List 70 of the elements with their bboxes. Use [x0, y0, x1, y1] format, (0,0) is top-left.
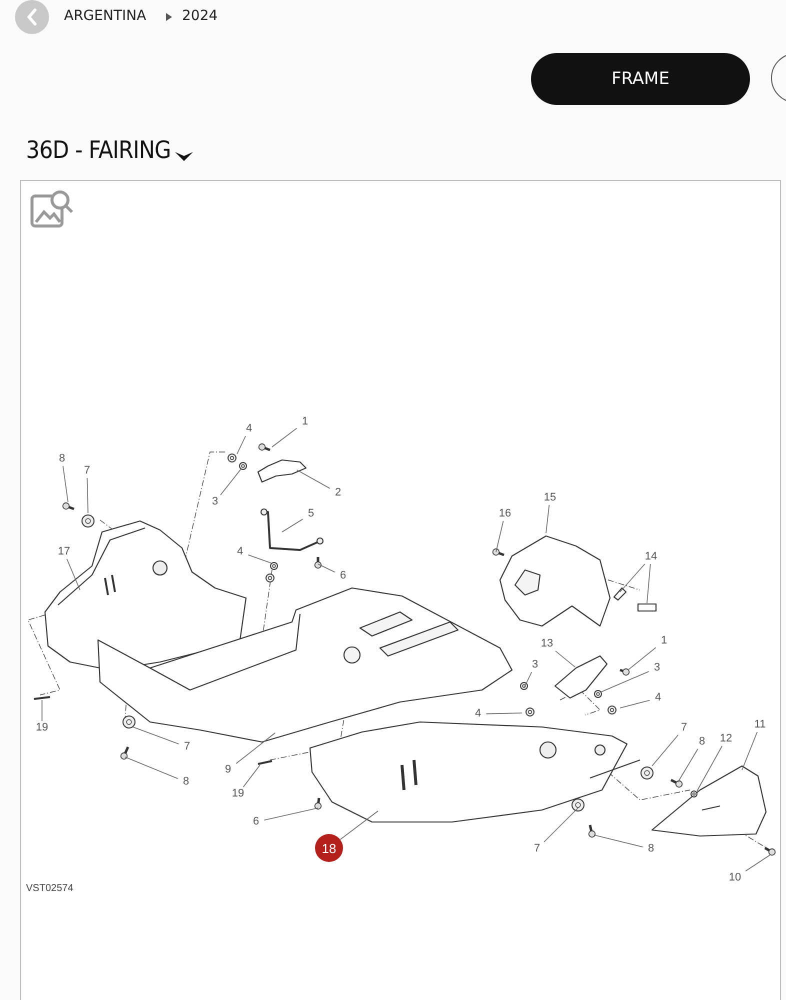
callout-number: 17	[58, 546, 70, 558]
callout-number: 9	[224, 764, 232, 776]
callout-number: 8	[58, 452, 66, 466]
leader-line	[86, 478, 88, 514]
callout-number: 19	[232, 788, 244, 800]
callout-number: 6	[340, 570, 346, 582]
leader-line	[124, 756, 178, 779]
leader-line	[646, 564, 651, 604]
leader-line	[66, 558, 80, 590]
leader-line	[272, 428, 298, 448]
leader-line	[486, 712, 522, 714]
breadcrumb-link: ARGENTINA	[64, 8, 146, 24]
callout-number: 7	[184, 740, 190, 754]
leader-line	[745, 854, 770, 872]
callout-number: 14	[644, 550, 658, 564]
callout-number: 5	[308, 508, 314, 520]
leader-line	[620, 564, 646, 592]
leader-line	[318, 564, 336, 572]
callout-number: 15	[544, 492, 556, 504]
callout-number: 1	[660, 634, 668, 648]
callout-number: 10	[728, 872, 742, 884]
leader-line	[248, 554, 272, 564]
callout-number: 13	[540, 638, 554, 650]
leader-line	[546, 504, 550, 534]
callout-number: 4	[474, 708, 482, 720]
callout-number: 3	[212, 496, 218, 508]
leader-line	[620, 700, 650, 708]
callout-number: 7	[680, 722, 688, 734]
leader-line	[544, 808, 578, 842]
breadcrumb-link: 2024	[182, 8, 218, 24]
callout-number: 7	[534, 842, 540, 856]
callout-number: 16	[498, 508, 512, 520]
callout-number: 19	[36, 722, 48, 734]
callout-number: 6	[252, 816, 260, 828]
callout-number: 8	[182, 776, 190, 788]
leader-line	[678, 748, 698, 782]
leader-line	[652, 734, 678, 766]
drawing-code: VST02574	[26, 883, 74, 894]
callout-number: 7	[84, 464, 90, 478]
leader-line	[264, 808, 318, 820]
callout-number: 4	[246, 422, 252, 436]
leader-line	[340, 810, 378, 840]
leader-line	[282, 518, 304, 532]
callout-number: 8	[698, 736, 706, 748]
callout-number: 3	[532, 658, 538, 672]
leader-line	[594, 834, 644, 848]
callout-number: 12	[720, 732, 732, 746]
leader-line	[296, 470, 330, 489]
leader-line	[555, 650, 576, 668]
leader-line	[524, 672, 532, 688]
page-title: 36D - FAIRING	[26, 136, 171, 164]
callout-number: 2	[334, 486, 342, 500]
leader-line	[742, 732, 758, 770]
callout-number: 4	[236, 546, 244, 558]
leader-line	[132, 726, 180, 744]
callout-number: 1	[302, 416, 308, 428]
leader-line	[496, 520, 504, 552]
callout-number: 8	[648, 842, 654, 856]
callout-number: 3	[654, 662, 660, 674]
category-tab-button: FRAME	[531, 53, 750, 105]
callout-number: 11	[754, 718, 766, 732]
leader-line	[696, 746, 722, 792]
leader-line	[236, 732, 276, 764]
leader-line	[628, 647, 656, 670]
leader-line	[220, 468, 242, 496]
leader-line	[236, 436, 246, 454]
callout-number: 4	[654, 692, 662, 704]
leader-line	[62, 466, 68, 502]
leader-line	[600, 671, 650, 692]
leader-line	[242, 764, 260, 788]
